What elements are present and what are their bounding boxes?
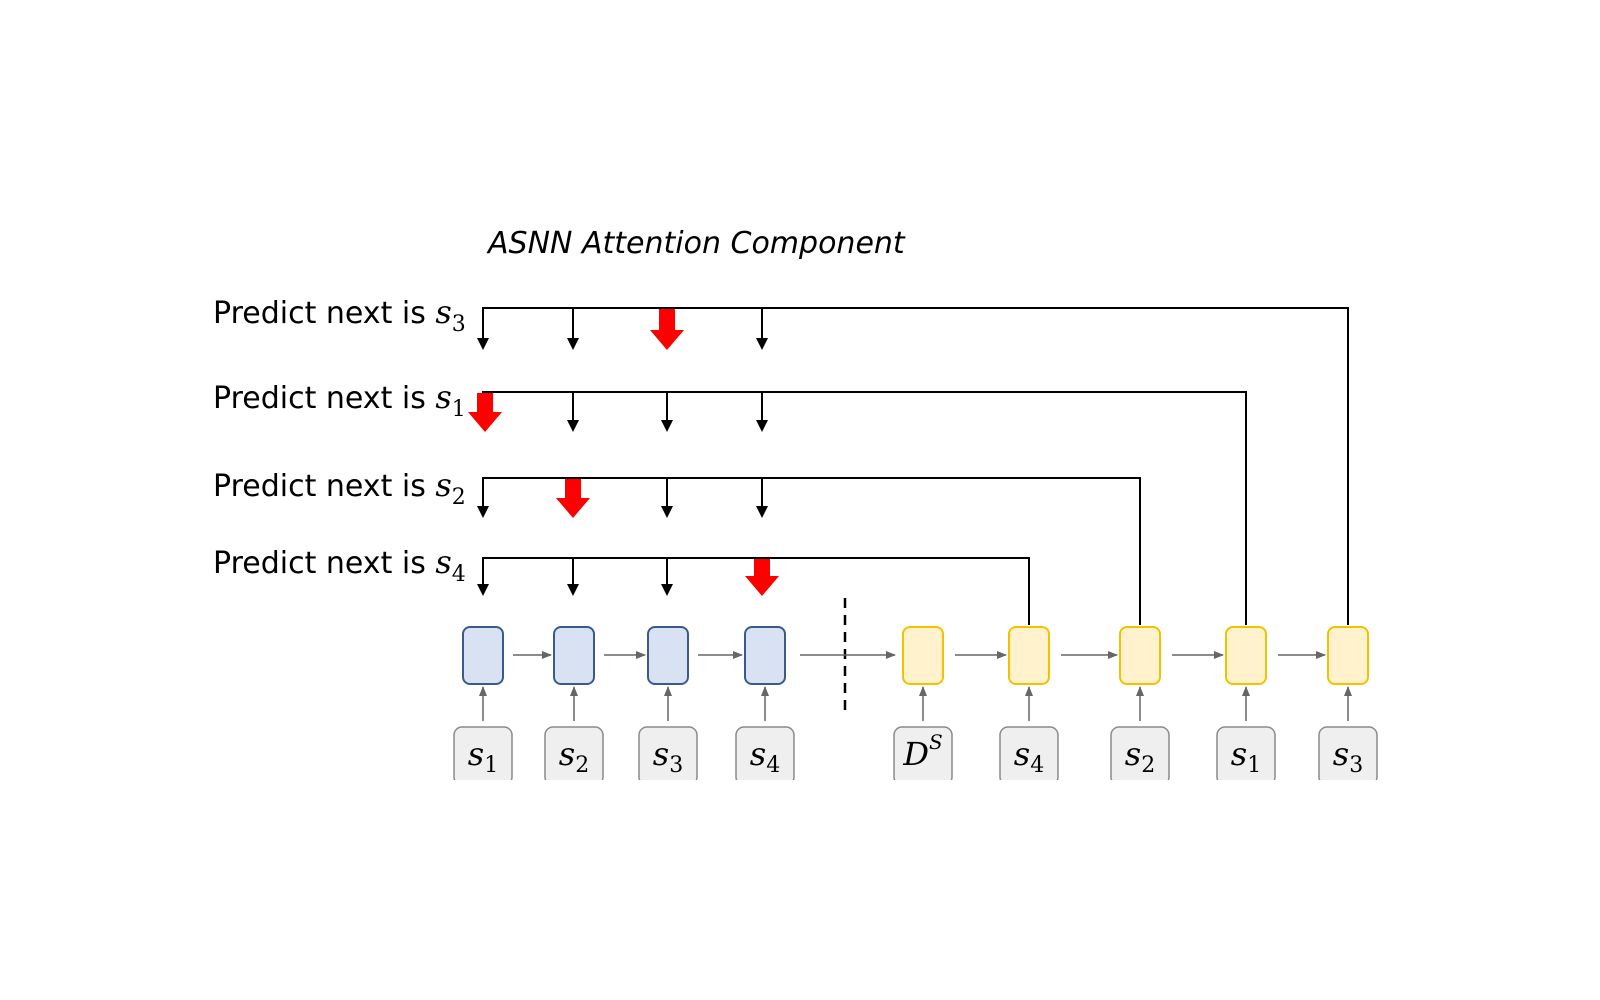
input-var: s xyxy=(1333,735,1349,773)
input-subscript: 4 xyxy=(1030,753,1044,778)
prediction-prefix: Predict next is xyxy=(213,381,435,416)
attention-highlight-arrow xyxy=(745,559,779,596)
decoder-cell xyxy=(902,626,944,685)
input-box-mask xyxy=(452,780,514,790)
input-label: s4 xyxy=(1014,735,1044,778)
attention-arrow-head xyxy=(477,584,489,596)
encoder-cell xyxy=(462,626,504,685)
input-box-mask xyxy=(734,780,796,790)
input-token: s3 xyxy=(1317,686,1379,790)
decoder-cell xyxy=(1327,626,1369,685)
input-subscript: 3 xyxy=(1349,753,1363,778)
input-label: s3 xyxy=(1333,735,1363,778)
prediction-prefix: Predict next is xyxy=(213,296,435,331)
encoder-cell xyxy=(647,626,689,685)
prediction-var: s xyxy=(435,293,451,331)
input-label: s2 xyxy=(1125,735,1155,778)
prediction-subscript: 2 xyxy=(452,485,466,510)
input-box-mask xyxy=(998,780,1060,790)
input-subscript: 1 xyxy=(484,753,498,778)
attention-arrow-head xyxy=(756,338,768,350)
input-box-mask xyxy=(1317,780,1379,790)
input-var: s xyxy=(468,735,484,773)
input-box-mask xyxy=(1215,780,1277,790)
input-box-mask xyxy=(892,780,954,790)
prediction-label: Predict next is s4 xyxy=(213,543,466,587)
input-subscript: 4 xyxy=(766,753,780,778)
input-var: s xyxy=(1125,735,1141,773)
input-token: s2 xyxy=(1109,686,1171,790)
input-var: s xyxy=(750,735,766,773)
input-var: s xyxy=(1231,735,1247,773)
attention-arrow-head xyxy=(661,584,673,596)
attention-highlight-arrow xyxy=(650,309,684,350)
prediction-row: Predict next is s3 xyxy=(213,293,1349,625)
input-subscript: 2 xyxy=(575,753,589,778)
prediction-var: s xyxy=(435,543,451,581)
input-token: s1 xyxy=(452,686,514,790)
input-label: DS xyxy=(902,730,942,773)
attention-highlight-arrow xyxy=(468,393,502,432)
decoder-cell xyxy=(1008,626,1050,685)
encoder-cell xyxy=(744,626,786,685)
input-subscript: 3 xyxy=(669,753,683,778)
decoder-cell xyxy=(1119,626,1161,685)
encoder-cell xyxy=(553,626,595,685)
prediction-row: Predict next is s2 xyxy=(213,466,1141,625)
prediction-row: Predict next is s4 xyxy=(213,543,1030,625)
input-token: s4 xyxy=(734,686,796,790)
diagram-title: ASNN Attention Component xyxy=(486,226,906,261)
attention-arrow-head xyxy=(661,420,673,432)
attention-connector xyxy=(482,557,1030,625)
prediction-label: Predict next is s1 xyxy=(213,378,466,422)
input-token: s4 xyxy=(998,686,1060,790)
input-token: s1 xyxy=(1215,686,1277,790)
input-label: s4 xyxy=(750,735,780,778)
prediction-subscript: 4 xyxy=(452,562,466,587)
attention-arrow-head xyxy=(567,584,579,596)
input-token: DS xyxy=(892,686,954,790)
input-superscript: S xyxy=(929,730,943,754)
input-box-mask xyxy=(1109,780,1171,790)
input-label: s1 xyxy=(1231,735,1261,778)
attention-connector xyxy=(482,391,1247,625)
input-token: s2 xyxy=(543,686,605,790)
input-box-mask xyxy=(543,780,605,790)
prediction-prefix: Predict next is xyxy=(213,469,435,504)
input-var: D xyxy=(902,735,929,773)
prediction-prefix: Predict next is xyxy=(213,546,435,581)
attention-connector xyxy=(482,307,1349,625)
prediction-row: Predict next is s1 xyxy=(213,378,1247,625)
prediction-label: Predict next is s3 xyxy=(213,293,466,337)
input-token: s3 xyxy=(637,686,699,790)
input-subscript: 2 xyxy=(1141,753,1155,778)
input-label: s1 xyxy=(468,735,498,778)
attention-connector xyxy=(482,477,1141,625)
prediction-var: s xyxy=(435,466,451,504)
input-subscript: 1 xyxy=(1247,753,1261,778)
input-label: s2 xyxy=(559,735,589,778)
attention-arrow-head xyxy=(756,420,768,432)
input-var: s xyxy=(1014,735,1030,773)
prediction-var: s xyxy=(435,378,451,416)
attention-arrow-head xyxy=(661,506,673,518)
input-label: s3 xyxy=(653,735,683,778)
attention-arrow-head xyxy=(477,338,489,350)
input-var: s xyxy=(653,735,669,773)
attention-arrow-head xyxy=(477,506,489,518)
decoder-cell xyxy=(1225,626,1267,685)
attention-arrow-head xyxy=(756,506,768,518)
prediction-subscript: 1 xyxy=(452,397,466,422)
prediction-label: Predict next is s2 xyxy=(213,466,466,510)
input-box-mask xyxy=(637,780,699,790)
attention-arrow-head xyxy=(567,420,579,432)
attention-highlight-arrow xyxy=(556,479,590,518)
input-var: s xyxy=(559,735,575,773)
prediction-subscript: 3 xyxy=(452,312,466,337)
attention-arrow-head xyxy=(567,338,579,350)
